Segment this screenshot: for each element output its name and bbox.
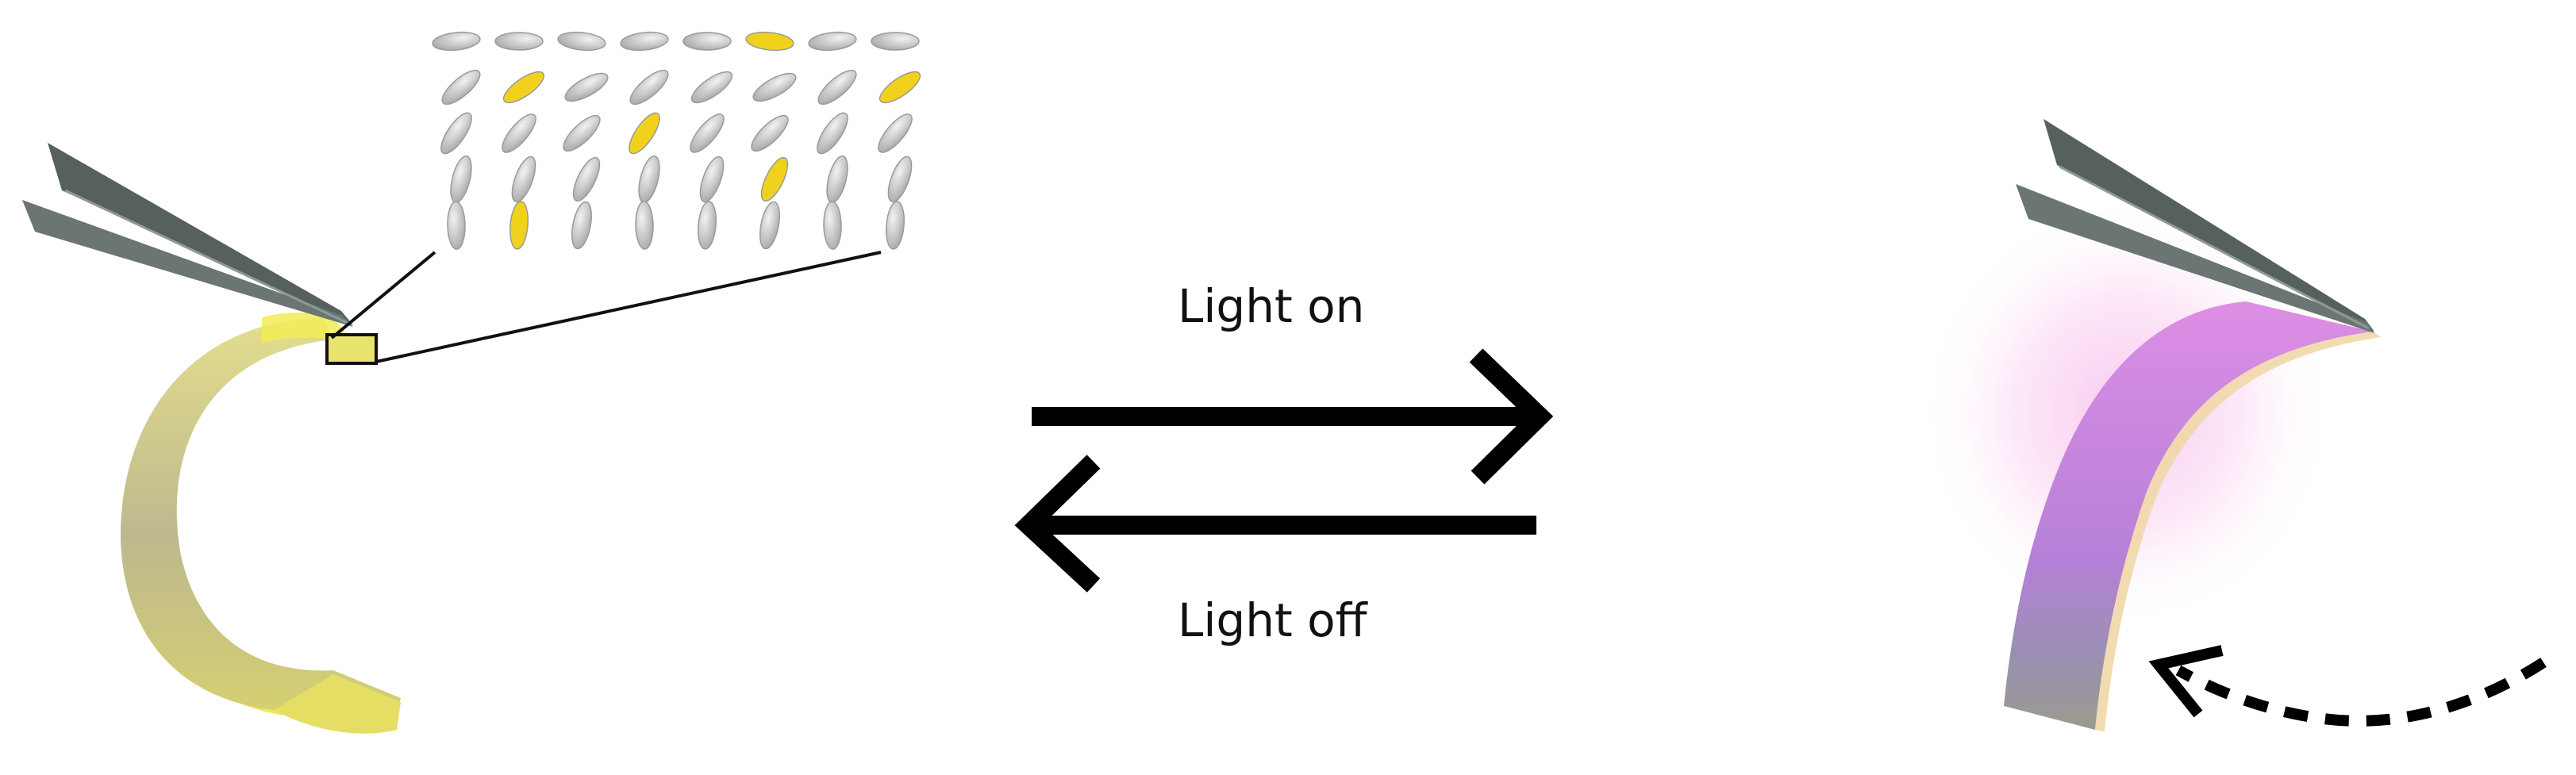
left-film-assembly (22, 31, 921, 734)
molecule (878, 113, 913, 153)
molecule (690, 71, 733, 104)
highlighted-molecule (509, 201, 529, 250)
zoom-line-lower (375, 251, 882, 363)
molecule (885, 201, 905, 250)
molecule (511, 155, 536, 203)
molecule (638, 155, 660, 203)
molecule (823, 201, 842, 250)
highlighted-molecule (502, 71, 545, 104)
molecule (572, 156, 601, 202)
molecule (557, 31, 606, 52)
bending-direction-arrow (2175, 658, 2547, 727)
molecule (564, 72, 609, 102)
molecule (635, 201, 654, 250)
molecule (682, 32, 732, 51)
bending-direction-arrowhead (2148, 645, 2224, 718)
right-tweezer-arm-upper (2043, 119, 2374, 332)
molecule (620, 31, 669, 52)
highlighted-molecule (760, 156, 789, 202)
left-film-strip (120, 317, 401, 714)
molecule (697, 201, 717, 250)
molecule (752, 72, 797, 102)
left-tweezer-arm-lower (22, 200, 353, 327)
molecule (817, 69, 857, 106)
left-tweezer-arm-upper (48, 143, 353, 325)
left-tweezer-shine (64, 189, 350, 325)
molecule-array (432, 31, 921, 250)
molecule (629, 69, 669, 106)
light-off-label: Light off (1178, 593, 1367, 647)
molecule (690, 113, 725, 153)
molecule (817, 112, 848, 155)
zoom-line-upper (330, 251, 436, 340)
highlighted-molecule (629, 112, 660, 155)
highlighted-molecule (745, 31, 794, 52)
molecule (441, 69, 481, 106)
molecule (502, 113, 536, 153)
right-tweezer-shine (2059, 165, 2370, 330)
molecule (447, 201, 466, 250)
highlighted-molecule (879, 71, 921, 104)
molecule (563, 114, 601, 152)
molecule (440, 112, 472, 155)
molecule (494, 32, 544, 51)
molecule (751, 114, 789, 152)
molecule (571, 201, 592, 250)
molecule (871, 32, 920, 51)
right-film-assembly (1920, 119, 2547, 731)
forward-arrow-head (1469, 348, 1554, 485)
right-tweezer-arm-lower (2016, 184, 2374, 333)
molecule (450, 155, 472, 203)
left-film-tip (274, 674, 401, 734)
molecule (432, 31, 481, 52)
molecule (759, 201, 780, 250)
molecule (808, 31, 857, 52)
molecule (887, 155, 913, 203)
right-film-strip (2004, 301, 2373, 730)
zoom-source-box (325, 333, 378, 365)
molecule (826, 155, 848, 203)
reversible-arrows (1014, 348, 1554, 593)
backward-arrow-head (1014, 455, 1101, 593)
light-on-label: Light on (1178, 279, 1365, 333)
molecule (699, 155, 725, 203)
